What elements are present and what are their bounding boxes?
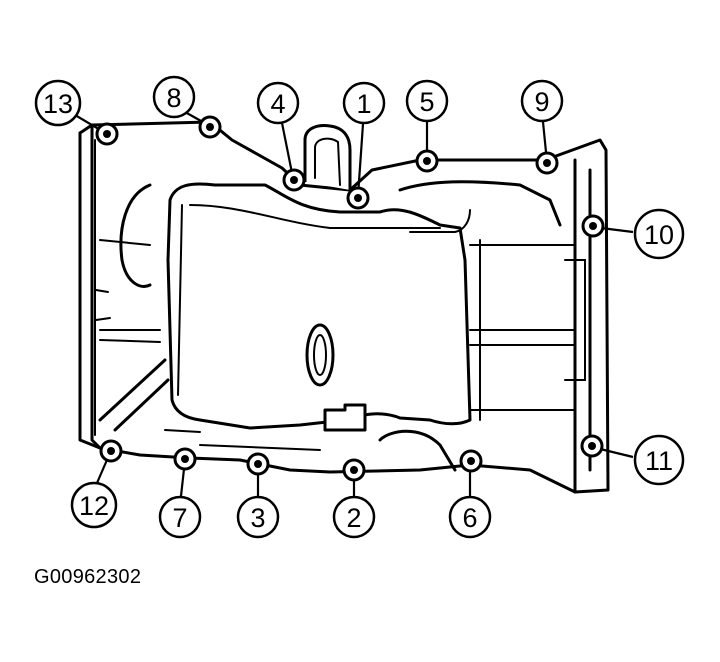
bolt-3-icon (246, 452, 270, 476)
bolt-11-icon (580, 434, 604, 458)
svg-text:4: 4 (270, 89, 285, 119)
svg-text:11: 11 (645, 446, 673, 476)
callout-10: 10 (633, 208, 685, 260)
callouts: 1 2 3 4 5 6 7 8 9 10 11 12 13 (34, 75, 685, 539)
callout-11: 11 (633, 434, 685, 486)
bolt-4-icon (282, 168, 306, 192)
callout-9: 9 (520, 79, 564, 123)
bolt-9-icon (535, 151, 559, 175)
bolt-6-icon (459, 449, 483, 473)
callout-6: 6 (448, 495, 492, 539)
svg-text:10: 10 (644, 220, 674, 250)
svg-text:6: 6 (462, 503, 477, 533)
callout-4: 4 (256, 81, 300, 125)
callout-1: 1 (342, 81, 386, 125)
bolt-8-icon (198, 115, 222, 139)
bolt-1-icon (346, 186, 370, 210)
oil-pan-outline (78, 120, 610, 494)
figure-code: G00962302 (34, 566, 142, 588)
bolt-10-icon (581, 214, 605, 238)
callout-13: 13 (34, 79, 82, 127)
svg-text:7: 7 (172, 503, 187, 533)
svg-text:3: 3 (250, 503, 265, 533)
callout-3: 3 (236, 495, 280, 539)
bolts (95, 115, 605, 482)
bolt-5-icon (415, 149, 439, 173)
bolt-7-icon (173, 447, 197, 471)
bolt-12-icon (99, 439, 123, 463)
svg-text:2: 2 (346, 503, 361, 533)
callout-2: 2 (332, 495, 376, 539)
svg-text:12: 12 (79, 491, 109, 521)
svg-text:13: 13 (43, 89, 73, 119)
callout-12: 12 (70, 481, 118, 529)
svg-text:8: 8 (166, 83, 181, 113)
callout-5: 5 (405, 79, 449, 123)
svg-text:5: 5 (419, 87, 434, 117)
bolt-13-icon (95, 122, 119, 146)
bolt-2-icon (342, 458, 366, 482)
callout-8: 8 (152, 75, 196, 119)
svg-text:9: 9 (534, 87, 549, 117)
svg-text:1: 1 (356, 89, 371, 119)
callout-7: 7 (158, 495, 202, 539)
